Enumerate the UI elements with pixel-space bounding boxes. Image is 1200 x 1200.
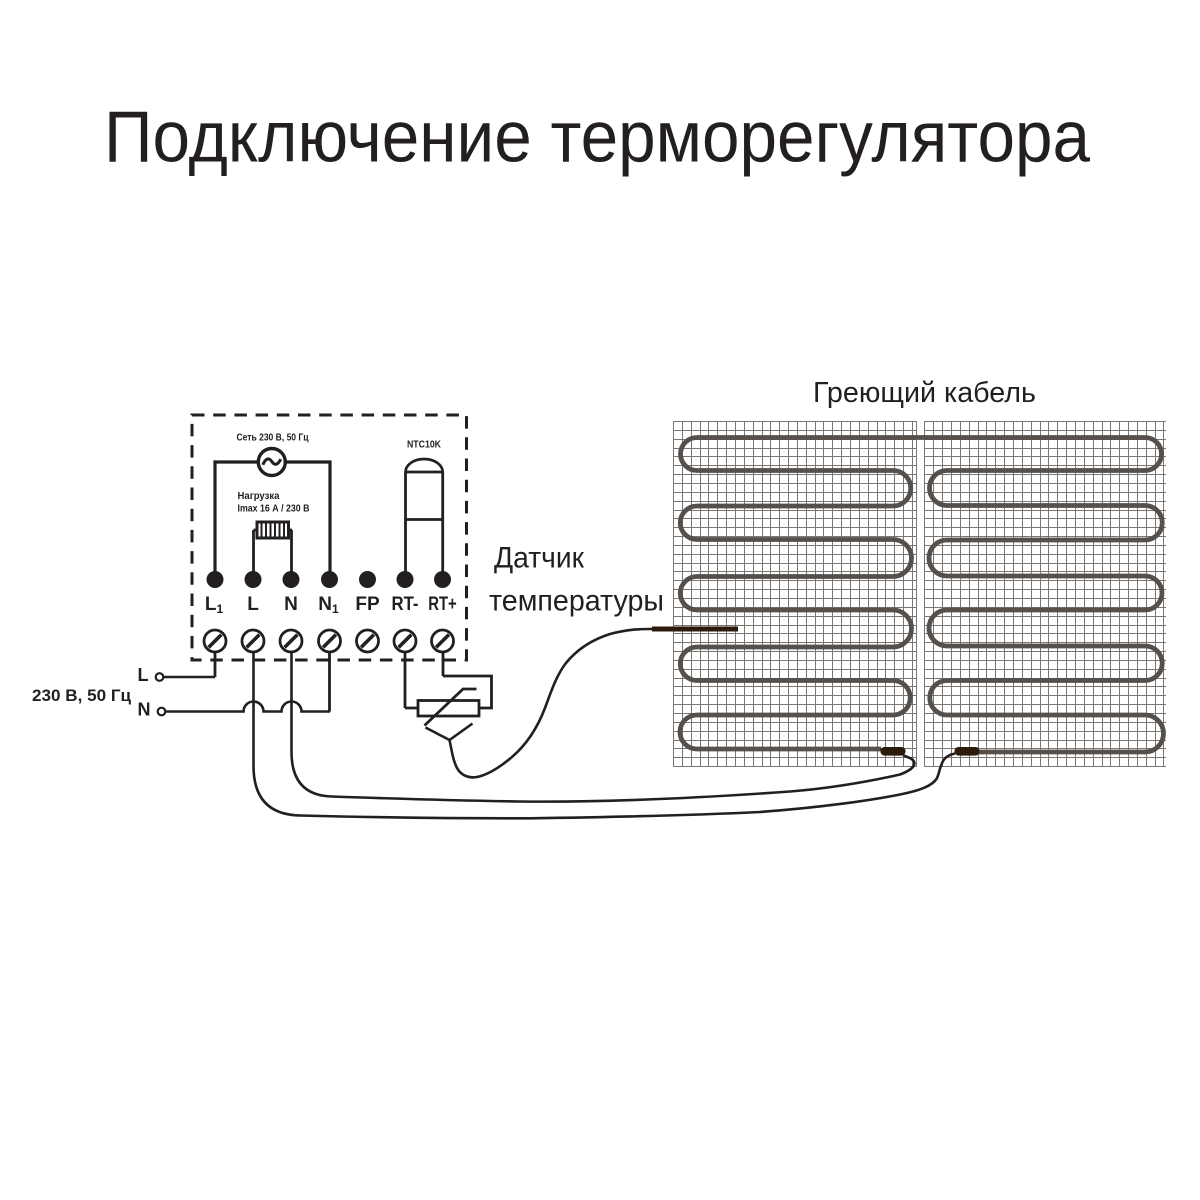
svg-text:N: N	[138, 700, 151, 720]
svg-text:RT-: RT-	[392, 594, 419, 615]
svg-text:N1: N1	[318, 594, 339, 616]
svg-text:230 В, 50 Гц: 230 В, 50 Гц	[32, 686, 132, 705]
svg-text:Imax 16 А / 230 В: Imax 16 А / 230 В	[238, 504, 310, 515]
svg-text:L1: L1	[205, 594, 224, 616]
svg-text:Датчик: Датчик	[494, 542, 585, 575]
svg-text:Нагрузка: Нагрузка	[238, 491, 280, 502]
svg-text:N: N	[284, 594, 298, 615]
svg-text:Сеть 230 В, 50 Гц: Сеть 230 В, 50 Гц	[237, 433, 310, 444]
svg-text:FP: FP	[355, 594, 380, 615]
svg-text:Греющий кабель: Греющий кабель	[813, 377, 1036, 409]
svg-text:NTC10K: NTC10K	[407, 440, 442, 451]
svg-text:L: L	[247, 594, 259, 615]
svg-text:RT+: RT+	[428, 594, 457, 615]
svg-text:Подключение терморегулятора: Подключение терморегулятора	[104, 98, 1091, 178]
svg-text:L: L	[138, 665, 149, 685]
svg-text:температуры: температуры	[489, 585, 664, 618]
